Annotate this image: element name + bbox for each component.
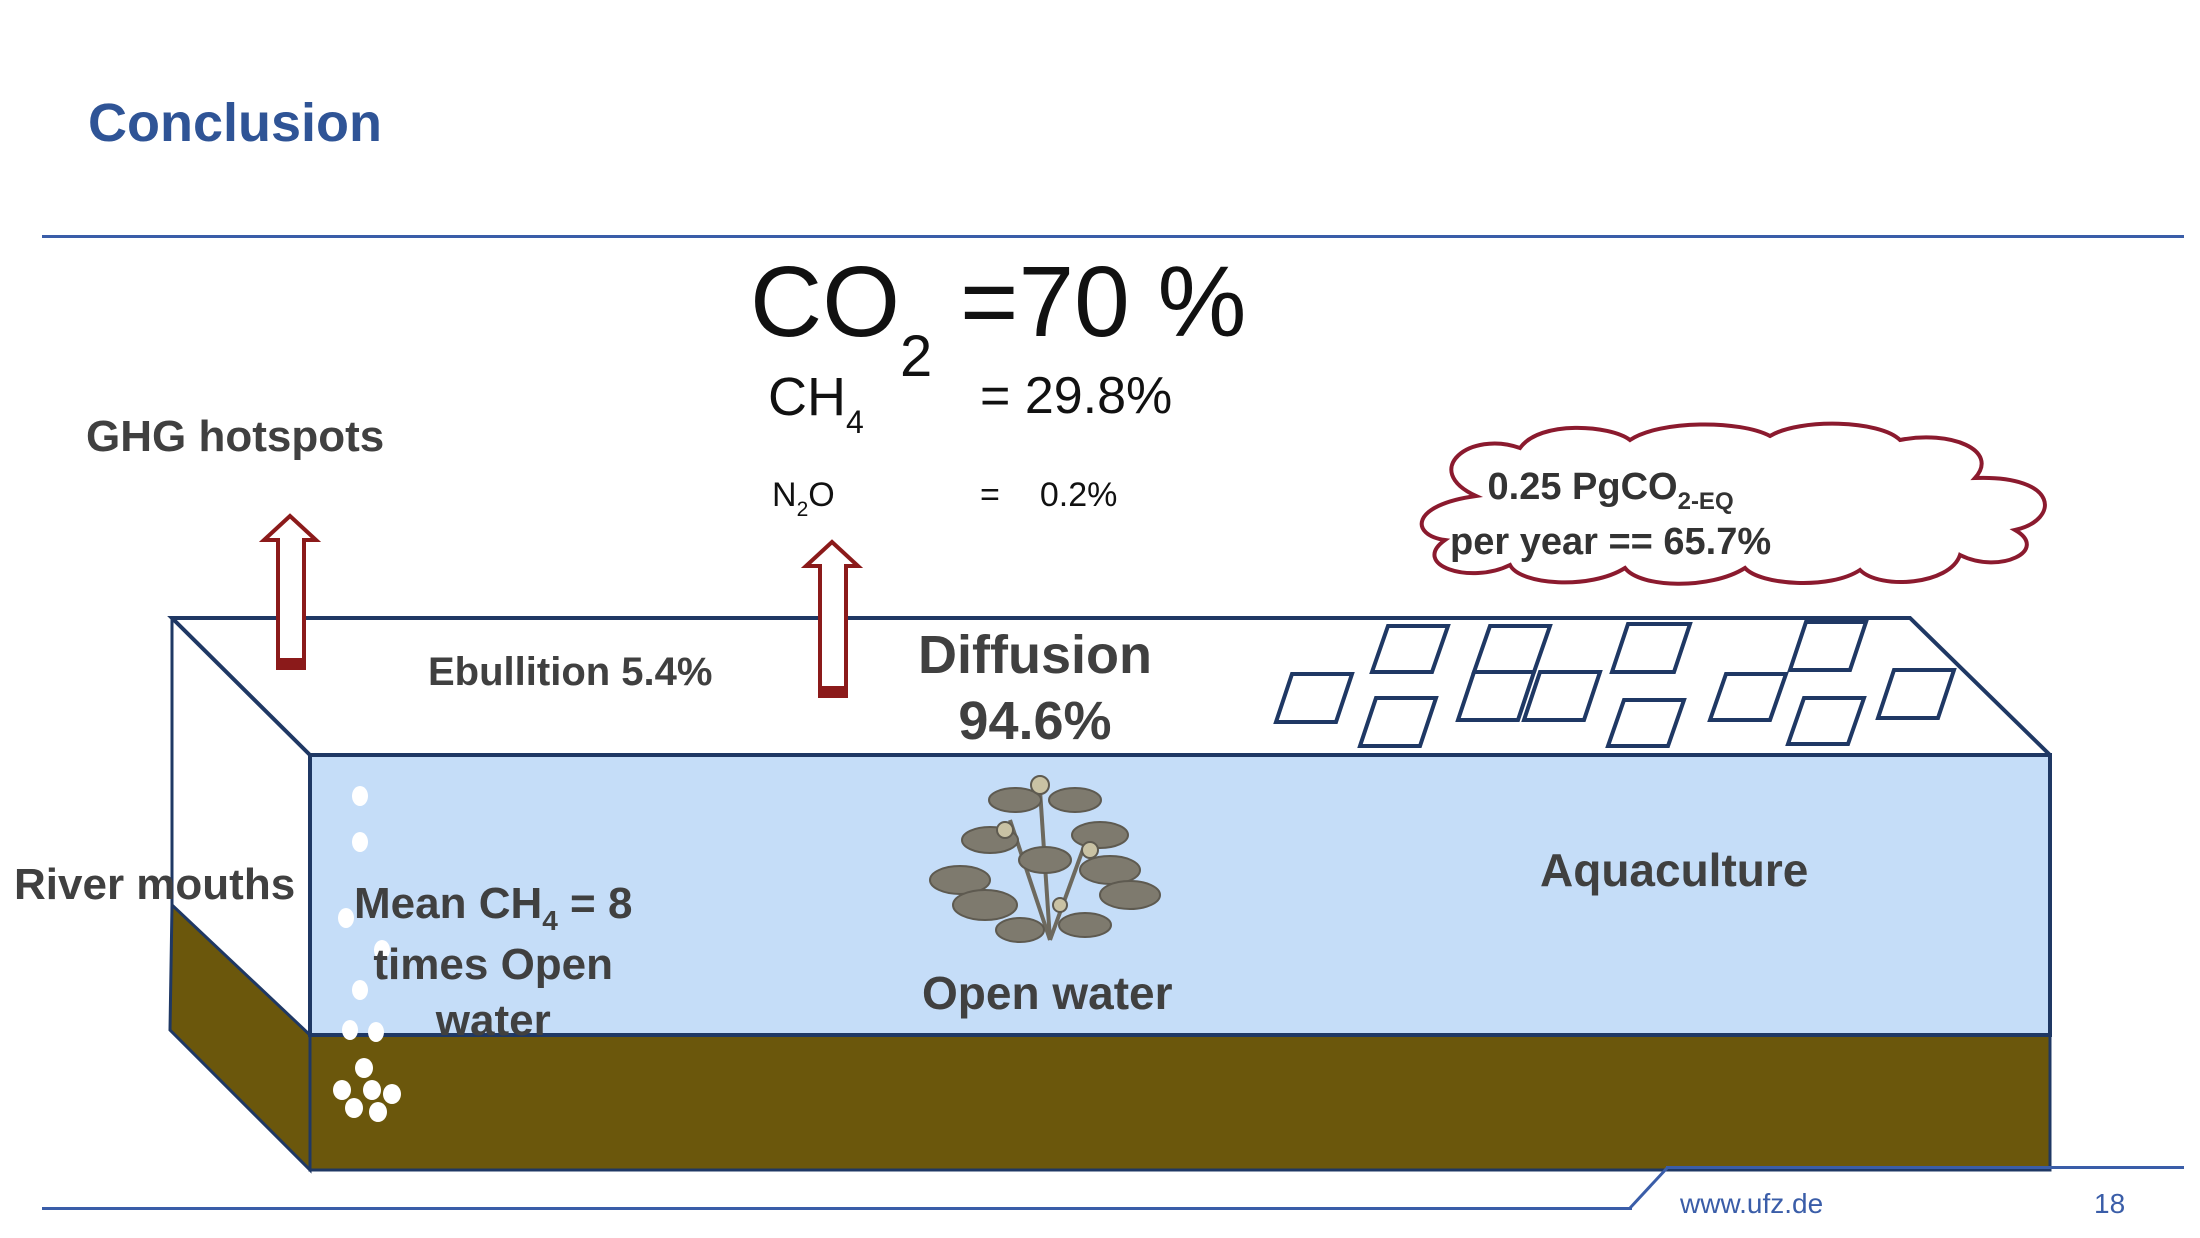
bubble — [355, 1058, 373, 1078]
cloud-text: 0.25 PgCO2-EQ per year == 65.7% — [1450, 466, 1772, 563]
pond — [1609, 622, 1693, 674]
footer-divider-right — [1666, 1166, 2184, 1169]
aquaculture-ponds — [1273, 620, 1957, 748]
cloud-icon — [1419, 421, 2047, 586]
pond — [1369, 624, 1451, 674]
bubble — [345, 1098, 363, 1118]
pond — [1875, 668, 1957, 720]
bubble — [363, 1080, 381, 1100]
pond — [1455, 670, 1537, 722]
ch4-share: = 29.8% — [980, 367, 1173, 425]
top-divider — [42, 235, 2184, 238]
bubble — [342, 1020, 358, 1040]
pond — [1521, 670, 1603, 722]
bubble — [369, 1102, 387, 1122]
bubble — [352, 980, 368, 1000]
n2o-label: N2O — [772, 476, 835, 521]
bubble — [333, 1080, 351, 1100]
pond — [1785, 696, 1867, 746]
aquatic-plant-icon — [929, 775, 1161, 943]
bubble — [368, 1022, 384, 1042]
pond — [1605, 698, 1687, 748]
bubble — [352, 832, 368, 852]
pond — [1357, 696, 1439, 748]
bubble — [383, 1084, 401, 1104]
box-top-outline — [167, 616, 2052, 757]
n2o-share: =0.2% — [980, 476, 1118, 514]
river-mouths-label: River mouths — [14, 860, 296, 909]
methane-bubbles — [333, 786, 401, 1122]
open-water-label: Open water — [922, 967, 1173, 1019]
co2-share: CO2 =70 % — [750, 246, 1247, 389]
ebullition-label: Ebullition 5.4% — [428, 650, 713, 694]
sediment-bottom — [308, 1033, 2052, 1172]
ch4-label: CH4 — [768, 367, 864, 440]
pond — [1273, 672, 1355, 724]
ghg-hotspots-label: GHG hotspots — [86, 412, 385, 461]
bubble — [374, 940, 390, 960]
page-number: 18 — [2094, 1188, 2126, 1219]
mean-ch4-label: Mean CH4 = 8 times Open water — [354, 879, 633, 1045]
aquaculture-label: Aquaculture — [1540, 844, 1809, 896]
slide-title: Conclusion — [88, 93, 382, 153]
water-body — [308, 753, 2052, 1037]
pond — [1707, 672, 1789, 722]
footer-divider — [42, 1207, 1632, 1210]
bubble — [352, 786, 368, 806]
pond — [1787, 620, 1869, 672]
footer-url[interactable]: www.ufz.de — [1680, 1188, 1824, 1219]
bubble — [338, 908, 354, 928]
